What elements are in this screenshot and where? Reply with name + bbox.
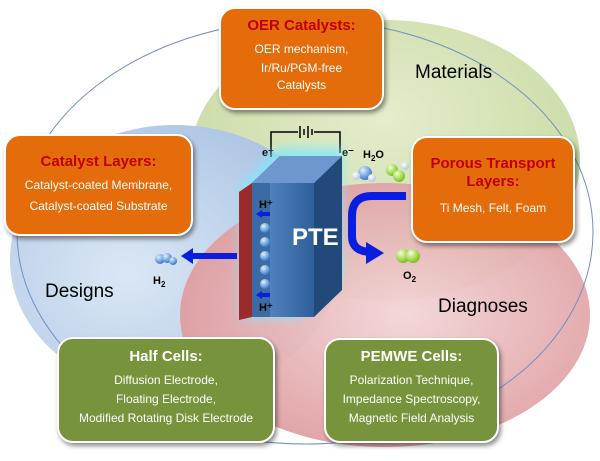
oer-catalysts-line: OER mechanism,	[254, 42, 349, 56]
o2-label: O2	[403, 270, 417, 284]
pemwe-cells-title: PEMWE Cells:	[360, 348, 463, 365]
pemwe-cells-line: Impedance Spectroscopy,	[342, 392, 481, 406]
electron-label-right: e⁻	[342, 147, 354, 159]
proton-label-top: H⁺	[259, 199, 273, 211]
proton-ball	[260, 251, 270, 261]
porous-transport-layers-box: Porous Transport Layers: Ti Mesh, Felt, …	[411, 136, 575, 243]
ptl-line: Ti Mesh, Felt, Foam	[439, 201, 547, 215]
half-cells-line: Floating Electrode,	[115, 392, 217, 406]
catalyst-layers-title: Catalyst Layers:	[40, 153, 157, 170]
half-cells-title: Half Cells:	[129, 348, 203, 365]
proton-ball	[260, 279, 270, 289]
o2-molecule	[396, 249, 420, 263]
electrode-top	[252, 156, 342, 183]
electrode-side	[314, 156, 342, 317]
external-circuit	[270, 126, 341, 157]
pte-label: PTE	[292, 224, 339, 251]
catalyst-layers-line: Catalyst-coated Membrane,	[24, 178, 173, 192]
proton-ball	[260, 265, 270, 275]
proton-ball	[260, 223, 270, 233]
designs-label: Designs	[45, 281, 114, 302]
electrode-front	[270, 183, 314, 317]
ptl-title-line: Layers:	[466, 173, 520, 190]
catalyst-layers-box: Catalyst Layers: Catalyst-coated Membran…	[4, 134, 193, 236]
oer-catalysts-box: OER Catalysts: OER mechanism, Ir/Ru/PGM-…	[219, 7, 384, 110]
proton-label-bottom: H⁺	[259, 302, 273, 314]
proton-balls	[260, 223, 270, 289]
h2-label: H2	[153, 275, 166, 289]
half-cells-line: Modified Rotating Disk Electrode	[78, 411, 254, 425]
proton-arrow-bottom	[256, 291, 270, 299]
h2o-label: H2O	[363, 149, 384, 163]
membrane-face	[239, 183, 252, 320]
ptl-title: Porous Transport Layers:	[413, 155, 573, 191]
oer-catalysts-title: OER Catalysts:	[247, 17, 356, 34]
o2-molecule-small	[386, 162, 409, 182]
h2-flow-arrowhead	[181, 248, 193, 264]
proton-arrow-top	[256, 210, 270, 218]
proton-ball	[260, 237, 270, 247]
h2-flow-arrow	[193, 253, 237, 259]
pemwe-cells-line: Polarization Technique,	[349, 373, 474, 387]
pte-device	[239, 148, 342, 320]
pemwe-cells-box: PEMWE Cells: Polarization Technique, Imp…	[324, 338, 499, 443]
materials-label: Materials	[415, 62, 493, 83]
water-flow-arrowhead	[366, 242, 384, 264]
pemwe-cells-line: Magnetic Field Analysis	[348, 411, 475, 425]
proton-arrows	[256, 210, 270, 299]
half-cells-line: Diffusion Electrode,	[114, 373, 218, 387]
diagnoses-label: Diagnoses	[438, 296, 528, 317]
oer-catalysts-line: Ir/Ru/PGM-free	[260, 61, 343, 75]
oer-catalysts-line: Catalysts	[276, 78, 327, 92]
water-flow-arrow	[348, 192, 406, 256]
catalyst-layers-line: Catalyst-coated Substrate	[29, 199, 168, 213]
half-cells-box: Half Cells: Diffusion Electrode, Floatin…	[57, 337, 275, 443]
ptl-title-line: Porous Transport	[430, 155, 556, 172]
h2o-molecule	[352, 166, 376, 182]
h2-molecule	[155, 253, 177, 265]
